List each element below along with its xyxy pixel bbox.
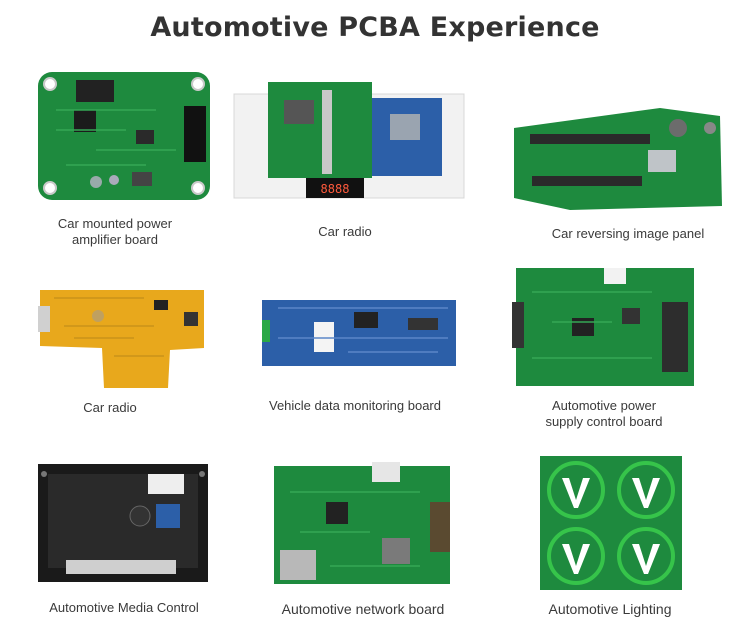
car-mounted-power-amplifier-board-image [38, 72, 210, 200]
automotive-lighting-board-image [540, 456, 682, 590]
board-caption-6: Automotive power supply control board [545, 398, 663, 429]
automotive-power-supply-control-board-image [512, 268, 694, 386]
board-caption-1: Car mounted power amplifier board [57, 216, 173, 247]
car-radio-board-with-display-image: 8888 [233, 82, 465, 199]
svg-text:8888: 8888 [321, 182, 350, 196]
board-caption-9: Automotive Lighting [548, 601, 672, 617]
car-radio-yellow-board-image [38, 290, 204, 388]
board-caption-5: Vehicle data monitoring board [268, 398, 441, 413]
board-caption-7: Automotive Media Control [49, 600, 199, 615]
board-caption-4: Car radio [83, 400, 137, 415]
board-caption-3: Car reversing image panel [551, 226, 705, 241]
automotive-media-control-board-image [38, 464, 208, 582]
automotive-network-board-image [274, 462, 450, 584]
board-caption-8: Automotive network board [281, 601, 445, 617]
board-caption-2: Car radio [318, 224, 372, 239]
page-title: Automotive PCBA Experience [150, 12, 600, 43]
vehicle-data-monitoring-board-image [262, 300, 456, 366]
car-reversing-image-panel-image [514, 108, 722, 210]
